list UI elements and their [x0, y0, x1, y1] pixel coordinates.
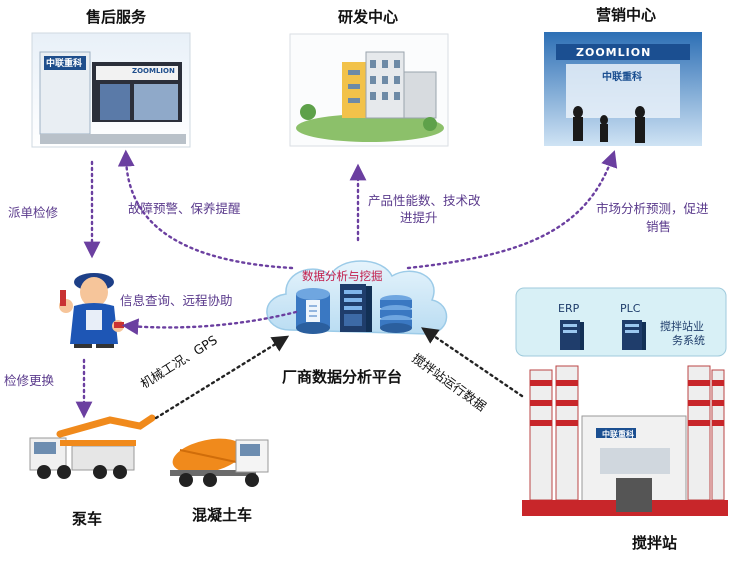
- label-market-2: 销售: [646, 219, 672, 234]
- server-icon: [340, 284, 372, 332]
- title-mixing-station: 搅拌站: [632, 534, 678, 552]
- pump-truck-image: [29, 414, 156, 479]
- arrow-market-forecast: [406, 150, 618, 270]
- after-sales-logo: 中联重科: [46, 59, 83, 69]
- station-logo: 中联重科: [602, 430, 634, 439]
- marketing-photo: [544, 32, 702, 146]
- cloud-label: 数据分析与挖掘: [302, 269, 383, 283]
- station-system-label-1: 搅拌站业: [660, 320, 704, 333]
- after-sales-brand: ZOOMLION: [132, 67, 175, 75]
- station-system-label-2: 务系统: [672, 334, 705, 347]
- title-after-sales: 售后服务: [86, 8, 147, 26]
- database-icon-left: [296, 288, 330, 334]
- title-marketing: 营销中心: [596, 6, 657, 24]
- arrow-fault-warning: [117, 149, 294, 270]
- arrow-station-data: [421, 327, 524, 398]
- mixer-truck-image: [170, 438, 269, 487]
- arrow-machine-status: [154, 335, 290, 420]
- erp-server-icon: [560, 320, 584, 350]
- database-icon-right: [380, 295, 412, 333]
- erp-label: ERP: [558, 302, 580, 315]
- marketing-brand: ZOOMLION: [576, 46, 652, 59]
- label-product-perf-2: 进提升: [400, 210, 438, 225]
- arrow-info-query: [121, 310, 298, 336]
- plc-label: PLC: [620, 302, 641, 315]
- platform-label: 厂商数据分析平台: [282, 368, 403, 386]
- label-product-perf-1: 产品性能数、技术改: [368, 193, 481, 208]
- data-cloud: [266, 260, 448, 335]
- after-sales-photo: [31, 32, 191, 148]
- title-rd-center: 研发中心: [338, 8, 399, 26]
- mixing-station-image: [522, 365, 728, 516]
- title-mixer-truck: 混凝土车: [192, 506, 253, 524]
- repairman-figure: [59, 273, 124, 348]
- rd-center-photo: [289, 33, 449, 147]
- silo-group: [529, 365, 725, 501]
- title-pump-truck: 泵车: [72, 510, 103, 528]
- label-market-1: 市场分析预测，促进: [596, 201, 709, 216]
- marketing-logo: 中联重科: [602, 72, 642, 83]
- plc-server-icon: [622, 320, 646, 350]
- label-fault-warning: 故障预警、保养提醒: [128, 201, 241, 216]
- station-system-panel: [515, 287, 727, 357]
- label-dispatch-repair: 派单检修: [8, 205, 59, 220]
- label-info-query: 信息查询、远程协助: [120, 293, 233, 308]
- label-repair-replace: 检修更换: [4, 373, 55, 388]
